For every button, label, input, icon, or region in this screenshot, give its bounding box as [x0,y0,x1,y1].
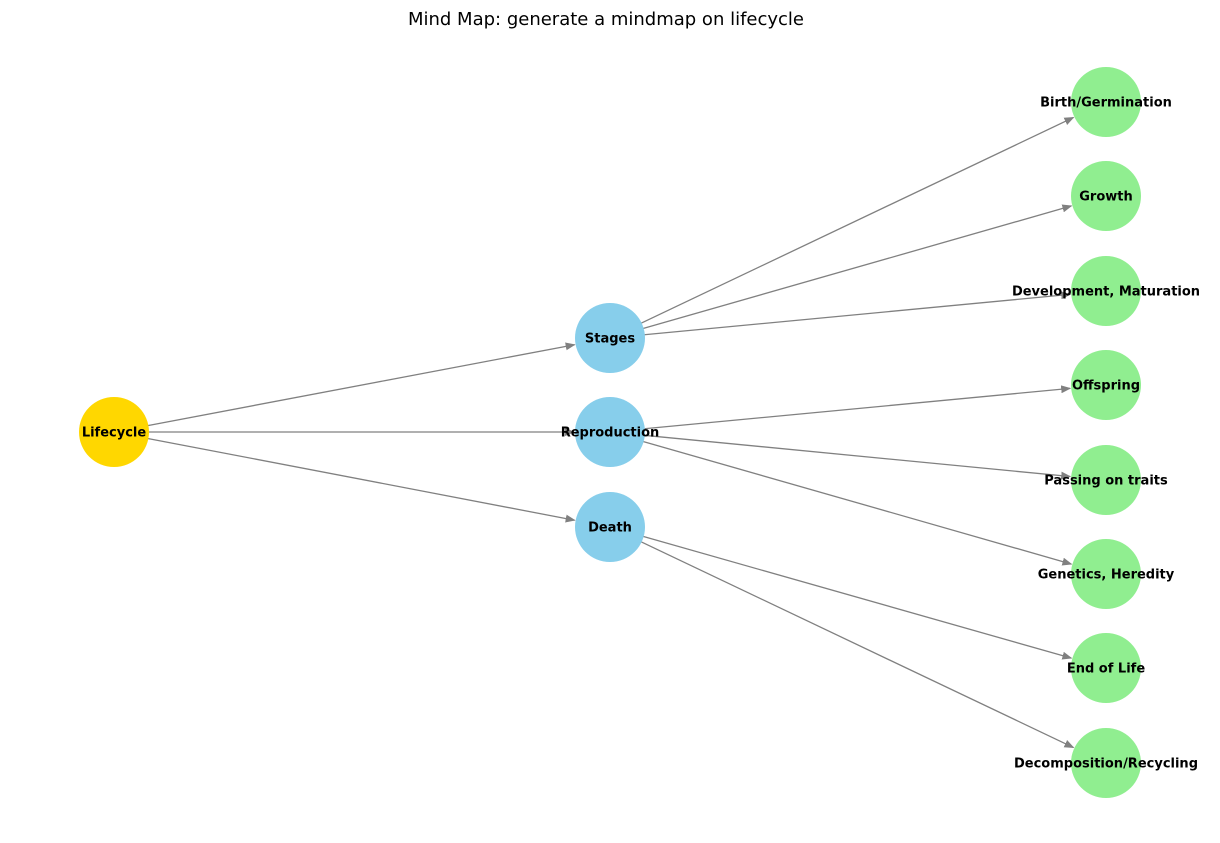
node-circle-development [1071,256,1141,326]
node-circle-endoflife [1071,633,1141,703]
node-circle-growth [1071,161,1141,231]
node-decomposition: Decomposition/Recycling [1014,728,1198,798]
node-circle-stages [575,303,645,373]
node-death: Death [575,492,645,562]
edge-lifecycle-to-death [146,437,576,523]
edge-reproduction-to-passing [642,434,1072,480]
node-circle-reproduction [575,397,645,467]
node-circle-genetics [1071,539,1141,609]
node-birth: Birth/Germination [1040,67,1172,137]
edge-stages-to-growth [641,204,1073,330]
node-endoflife: End of Life [1067,633,1145,703]
edge-death-to-endoflife [641,535,1073,660]
node-label-offspring: Offspring [1072,379,1140,394]
edge-death-to-decomposition [639,540,1075,749]
node-label-endoflife: End of Life [1067,662,1145,677]
node-label-development: Development, Maturation [1012,285,1200,300]
node-circle-death [575,492,645,562]
node-label-genetics: Genetics, Heredity [1038,568,1175,583]
node-label-stages: Stages [585,332,635,347]
node-circle-birth [1071,67,1141,137]
edge-reproduction-to-offspring [642,385,1072,430]
node-circle-offspring [1071,350,1141,420]
node-label-birth: Birth/Germination [1040,96,1172,111]
node-label-growth: Growth [1079,190,1133,205]
node-label-passing: Passing on traits [1044,474,1168,489]
node-reproduction: Reproduction [561,397,660,467]
edge-stages-to-birth [639,116,1075,325]
node-passing: Passing on traits [1044,445,1168,515]
node-growth: Growth [1071,161,1141,231]
node-circle-passing [1071,445,1141,515]
node-development: Development, Maturation [1012,256,1200,326]
edge-stages-to-development [642,291,1072,336]
node-label-reproduction: Reproduction [561,426,660,441]
edge-lifecycle-to-stages [146,342,576,427]
node-circle-decomposition [1071,728,1141,798]
node-stages: Stages [575,303,645,373]
node-lifecycle: Lifecycle [79,397,149,467]
node-label-death: Death [588,521,632,536]
edge-reproduction-to-genetics [641,440,1073,566]
node-circle-lifecycle [79,397,149,467]
node-label-decomposition: Decomposition/Recycling [1014,757,1198,772]
diagram-title: Mind Map: generate a mindmap on lifecycl… [408,9,804,30]
node-label-lifecycle: Lifecycle [82,426,147,441]
node-genetics: Genetics, Heredity [1038,539,1175,609]
node-offspring: Offspring [1071,350,1141,420]
edges-layer [146,116,1075,749]
